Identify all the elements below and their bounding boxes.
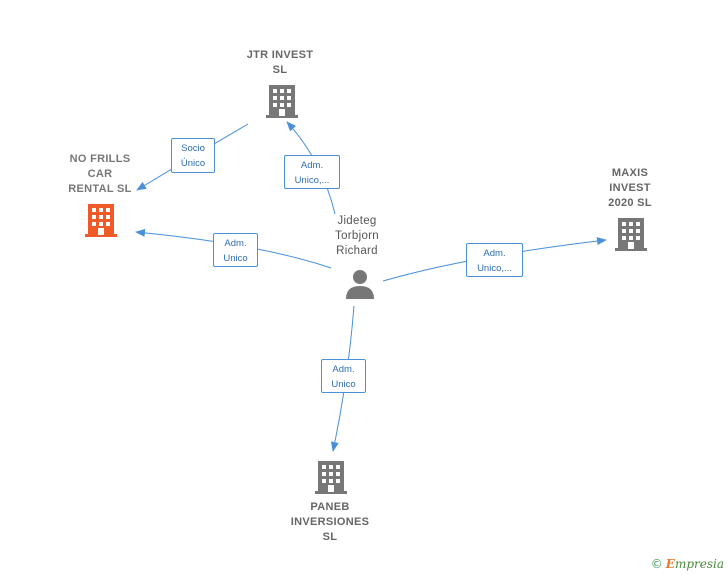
person-label[interactable]: Jideteg Torbjorn Richard — [335, 215, 379, 257]
company-label-jtr-invest[interactable]: JTR INVEST SL — [246, 49, 314, 76]
person-icon[interactable] — [344, 268, 376, 300]
edge-label-adm-unico-nofrills: Adm. Unico — [213, 233, 258, 267]
edge-label-adm-unico-maxis: Adm. Unico,... — [466, 243, 523, 277]
empresia-credit[interactable]: ©Empresia — [651, 557, 724, 571]
edge-label-socio-unico: Socio Único — [171, 138, 215, 173]
edge-label-adm-unico-paneb: Adm. Unico — [321, 359, 366, 393]
empresia-logo-initial: E — [665, 557, 675, 571]
copyright-symbol: © — [650, 557, 663, 571]
company-label-paneb[interactable]: PANEB INVERSIONES SL — [290, 501, 370, 543]
company-label-maxis-invest[interactable]: MAXIS INVEST 2020 SL — [608, 167, 652, 209]
company-label-no-frills[interactable]: NO FRILLS CAR RENTAL SL — [68, 153, 132, 195]
edge-label-adm-unico-jtr: Adm. Unico,... — [284, 155, 340, 189]
building-icon[interactable] — [266, 83, 298, 119]
building-icon[interactable] — [315, 459, 347, 495]
empresia-logo-text: mpresia — [674, 557, 724, 571]
building-icon[interactable] — [615, 216, 647, 252]
building-icon-highlight[interactable] — [85, 202, 117, 238]
